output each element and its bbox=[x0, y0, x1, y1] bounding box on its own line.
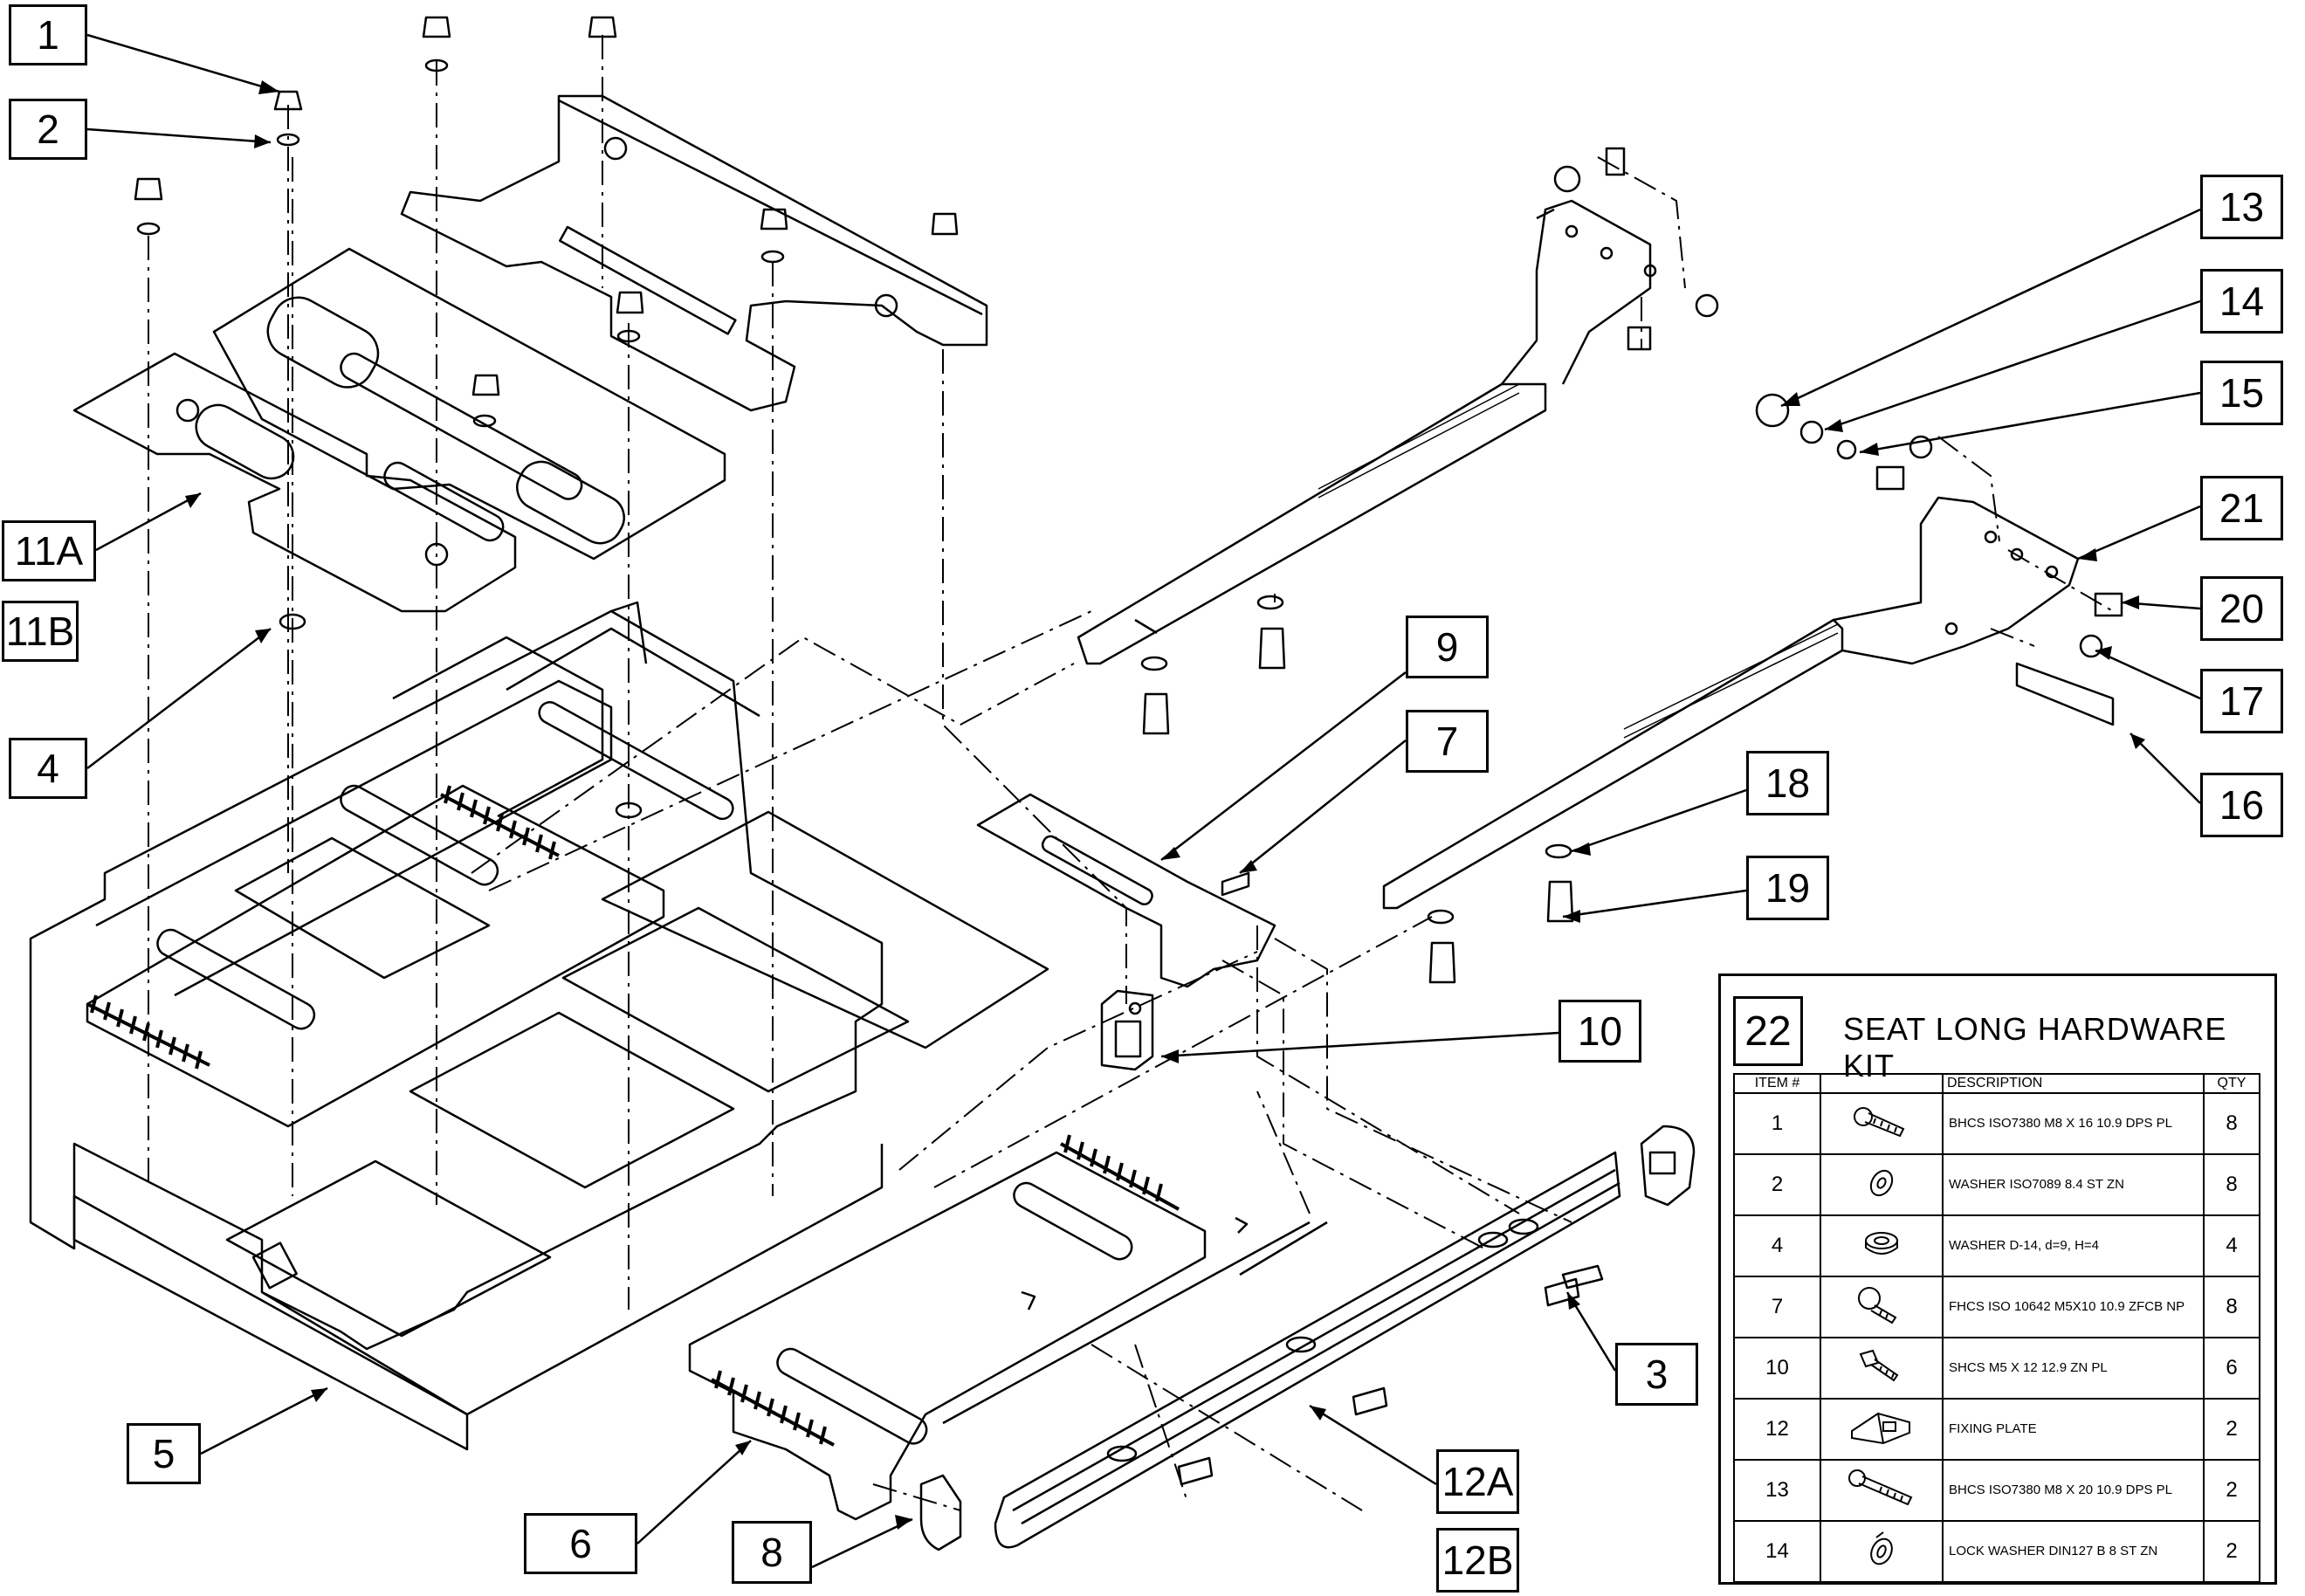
callout-11B: 11B bbox=[2, 601, 79, 662]
callout-16: 16 bbox=[2200, 773, 2283, 837]
row-qty: 2 bbox=[2203, 1459, 2260, 1522]
row-description: FIXING PLATE bbox=[1942, 1398, 2205, 1461]
table-row: 1 BHCS ISO7380 M8 X 16 10.9 DPS PL 8 bbox=[1733, 1092, 2260, 1155]
arm-bar-upper bbox=[1077, 199, 1657, 665]
row-description: WASHER D-14, d=9, H=4 bbox=[1942, 1214, 2205, 1277]
top-plate-lower bbox=[72, 352, 517, 613]
flat-washer-icon bbox=[1820, 1153, 1944, 1216]
callout-12A: 12A bbox=[1436, 1449, 1519, 1514]
socket-head-screw-icon bbox=[1820, 1337, 1944, 1400]
flat-head-screw-icon bbox=[1820, 1276, 1944, 1338]
row-description: BHCS ISO7380 M8 X 16 10.9 DPS PL bbox=[1942, 1092, 2205, 1155]
table-row: 12 FIXING PLATE 2 bbox=[1733, 1398, 2260, 1461]
callout-17: 17 bbox=[2200, 669, 2283, 733]
table-row: 2 WASHER ISO7089 8.4 ST ZN 8 bbox=[1733, 1153, 2260, 1216]
row-description: FHCS ISO 10642 M5X10 10.9 ZFCB NP bbox=[1942, 1276, 2205, 1338]
arm-bar-lower-scale bbox=[1623, 623, 1839, 739]
callout-6: 6 bbox=[524, 1513, 637, 1574]
fixing-plate-icon bbox=[1820, 1398, 1944, 1461]
callout-1: 1 bbox=[9, 4, 87, 65]
callout-5: 5 bbox=[127, 1423, 201, 1484]
row-item: 14 bbox=[1733, 1520, 1821, 1583]
header-qty: QTY bbox=[2203, 1073, 2260, 1094]
callout-4: 4 bbox=[9, 738, 87, 799]
header-item: ITEM # bbox=[1733, 1073, 1821, 1094]
callout-13: 13 bbox=[2200, 175, 2283, 239]
header-description: DESCRIPTION bbox=[1942, 1073, 2205, 1094]
callout-14: 14 bbox=[2200, 269, 2283, 334]
row-description: LOCK WASHER DIN127 B 8 ST ZN bbox=[1942, 1520, 2205, 1583]
row-item: 4 bbox=[1733, 1214, 1821, 1277]
leader-arrowheads bbox=[185, 80, 2145, 1530]
callout-21: 21 bbox=[2200, 476, 2283, 540]
top-plate-middle bbox=[212, 247, 726, 561]
bracket-9 bbox=[976, 793, 1276, 988]
arm-bar-lower bbox=[1382, 496, 2080, 910]
row-item: 12 bbox=[1733, 1398, 1821, 1461]
callout-10: 10 bbox=[1558, 1000, 1641, 1063]
row-qty: 8 bbox=[2203, 1153, 2260, 1216]
callout-3: 3 bbox=[1615, 1343, 1698, 1406]
callout-20: 20 bbox=[2200, 576, 2283, 641]
callout-8: 8 bbox=[732, 1521, 812, 1584]
header-icon bbox=[1820, 1073, 1944, 1094]
row-item: 2 bbox=[1733, 1153, 1821, 1216]
row-qty: 6 bbox=[2203, 1337, 2260, 1400]
row-description: WASHER ISO7089 8.4 ST ZN bbox=[1942, 1153, 2205, 1216]
row-qty: 4 bbox=[2203, 1214, 2260, 1277]
end-cap-3 bbox=[1640, 1125, 1696, 1207]
hardware-kit-panel: 22 SEAT LONG HARDWARE KIT ITEM # DESCRIP… bbox=[1718, 973, 2277, 1585]
table-row: 10 SHCS M5 X 12 12.9 ZN PL 6 bbox=[1733, 1337, 2260, 1400]
row-item: 7 bbox=[1733, 1276, 1821, 1338]
table-row: 13 BHCS ISO7380 M8 X 20 10.9 DPS PL 2 bbox=[1733, 1459, 2260, 1522]
callout-7: 7 bbox=[1406, 710, 1489, 773]
block-10 bbox=[1100, 989, 1154, 1071]
side-rail-lower bbox=[688, 1151, 1328, 1521]
callout-2: 2 bbox=[9, 99, 87, 160]
end-cap-8 bbox=[919, 1474, 962, 1551]
row-description: SHCS M5 X 12 12.9 ZN PL bbox=[1942, 1337, 2205, 1400]
seat-frame bbox=[29, 601, 1049, 1451]
callout-15: 15 bbox=[2200, 361, 2283, 425]
top-plate-upper bbox=[400, 94, 988, 412]
kit-table-header: ITEM # DESCRIPTION QTY bbox=[1733, 1073, 2260, 1094]
table-row: 7 FHCS ISO 10642 M5X10 10.9 ZFCB NP 8 bbox=[1733, 1276, 2260, 1338]
hardware-pieces bbox=[134, 16, 2123, 1486]
row-qty: 2 bbox=[2203, 1398, 2260, 1461]
row-qty: 2 bbox=[2203, 1520, 2260, 1583]
kit-number: 22 bbox=[1733, 996, 1803, 1066]
row-description: BHCS ISO7380 M8 X 20 10.9 DPS PL bbox=[1942, 1459, 2205, 1522]
row-qty: 8 bbox=[2203, 1276, 2260, 1338]
row-item: 13 bbox=[1733, 1459, 1821, 1522]
callout-19: 19 bbox=[1746, 856, 1829, 920]
row-item: 10 bbox=[1733, 1337, 1821, 1400]
scale-tick-marks bbox=[86, 785, 1180, 1447]
bolt-button-head-icon bbox=[1820, 1092, 1944, 1155]
side-tube-12A bbox=[994, 1151, 1621, 1549]
callout-12B: 12B bbox=[1436, 1528, 1519, 1593]
row-qty: 8 bbox=[2203, 1092, 2260, 1155]
row-item: 1 bbox=[1733, 1092, 1821, 1155]
lock-washer-icon bbox=[1820, 1520, 1944, 1583]
callout-9: 9 bbox=[1406, 616, 1489, 678]
table-row: 14 LOCK WASHER DIN127 B 8 ST ZN 2 bbox=[1733, 1520, 2260, 1583]
kit-parts-table: ITEM # DESCRIPTION QTY 1 BHCS ISO7380 M8… bbox=[1733, 1073, 2260, 1583]
callout-11A: 11A bbox=[2, 520, 96, 581]
arm-bar-upper-scale bbox=[1318, 383, 1520, 499]
table-row: 4 WASHER D-14, d=9, H=4 4 bbox=[1733, 1214, 2260, 1277]
callout-18: 18 bbox=[1746, 751, 1829, 815]
assembly-centerlines bbox=[148, 35, 2114, 1511]
long-bolt-icon bbox=[1820, 1459, 1944, 1522]
thick-washer-icon bbox=[1820, 1214, 1944, 1277]
